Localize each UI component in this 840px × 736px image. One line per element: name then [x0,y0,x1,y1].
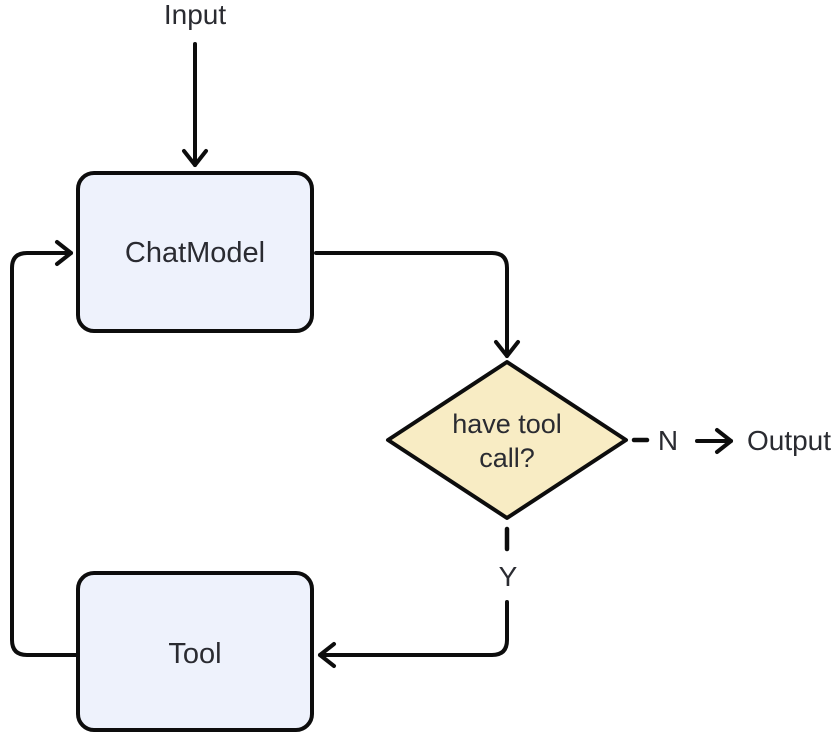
yes-branch-label: Y [498,561,518,592]
chatmodel-node-box [76,171,314,333]
decision-node-label: have tool call? [452,409,562,473]
edge-decision-to-tool-arrow [318,600,509,668]
output-label: Output [746,425,832,456]
edge-chatmodel-to-decision [314,251,520,358]
decision-node-diamond [386,360,628,520]
chatmodel-node-label: ChatModel [124,237,266,269]
no-branch-label: N [657,425,679,456]
tool-node-box [76,571,314,732]
edge-tool-to-chatmodel-loop [10,240,80,657]
tool-node-label: Tool [168,638,222,670]
input-label: Input [163,0,227,30]
